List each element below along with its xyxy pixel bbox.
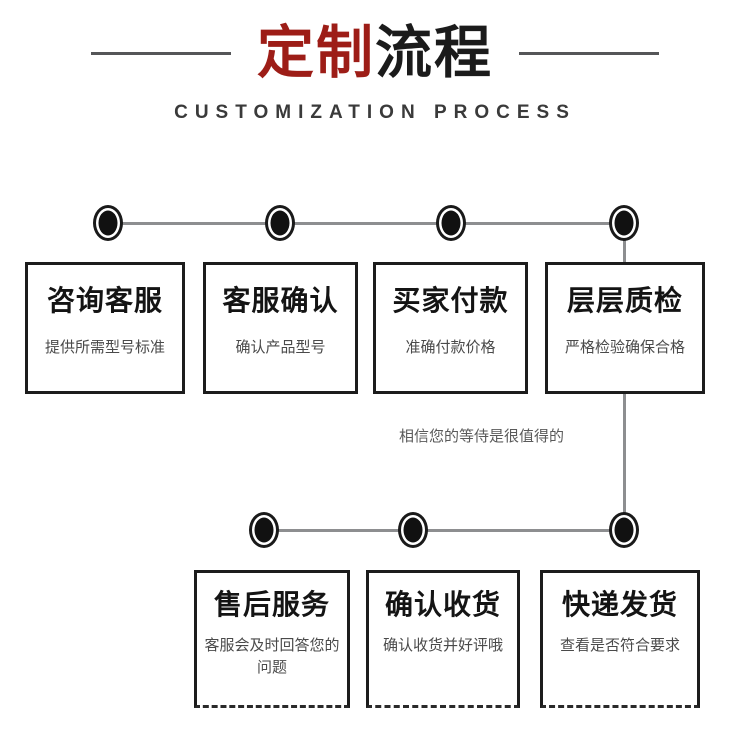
step-card-6-desc: 确认收货并好评哦 — [382, 636, 503, 654]
step-card-1[interactable]: 咨询客服 提供所需型号标准 — [25, 262, 185, 394]
flow-rail-bottom — [264, 529, 624, 532]
step-card-4-desc: 严格检验确保合格 — [564, 338, 685, 356]
step-card-6-title: 确认收货 — [384, 588, 501, 621]
page-title: 定制流程 — [257, 24, 493, 82]
page-subtitle: CUSTOMIZATION PROCESS — [174, 102, 576, 123]
flow-node-2 — [265, 205, 295, 241]
step-card-3[interactable]: 买家付款 准确付款价格 — [373, 262, 528, 394]
step-card-3-desc: 准确付款价格 — [405, 338, 496, 356]
title-divider-right-icon — [519, 51, 659, 55]
step-card-7[interactable]: 快递发货 查看是否符合要求 — [540, 570, 700, 708]
flow-node-3 — [436, 205, 466, 241]
step-card-7-desc: 查看是否符合要求 — [559, 636, 680, 654]
step-card-2-desc: 确认产品型号 — [235, 338, 326, 356]
flow-rail-top — [108, 222, 627, 225]
flow-node-1 — [93, 205, 123, 241]
step-card-5-desc: 客服会及时回答您的问题 — [204, 636, 340, 676]
step-card-2[interactable]: 客服确认 确认产品型号 — [203, 262, 358, 394]
flow-node-7 — [609, 512, 639, 548]
waiting-note: 相信您的等侍是很值得的 — [399, 427, 565, 445]
step-card-4[interactable]: 层层质检 严格检验确保合格 — [545, 262, 705, 394]
step-card-7-title: 快递发货 — [561, 588, 678, 621]
step-card-5[interactable]: 售后服务 客服会及时回答您的问题 — [194, 570, 350, 708]
page-title-accent: 定制 — [257, 19, 375, 86]
header: 定制流程 CUSTOMIZATION PROCESS — [0, 0, 750, 145]
flow-node-5 — [249, 512, 279, 548]
title-row: 定制流程 — [0, 16, 750, 90]
step-card-1-title: 咨询客服 — [46, 284, 163, 317]
flow-node-6 — [398, 512, 428, 548]
step-card-5-title: 售后服务 — [213, 588, 330, 621]
step-card-3-title: 买家付款 — [392, 284, 509, 317]
flow-node-4 — [609, 205, 639, 241]
page-title-rest: 流程 — [375, 19, 493, 86]
step-card-4-title: 层层质检 — [566, 284, 683, 317]
step-card-1-desc: 提供所需型号标准 — [44, 338, 165, 356]
title-divider-left-icon — [91, 51, 231, 55]
step-card-6[interactable]: 确认收货 确认收货并好评哦 — [366, 570, 520, 708]
step-card-2-title: 客服确认 — [222, 284, 339, 317]
